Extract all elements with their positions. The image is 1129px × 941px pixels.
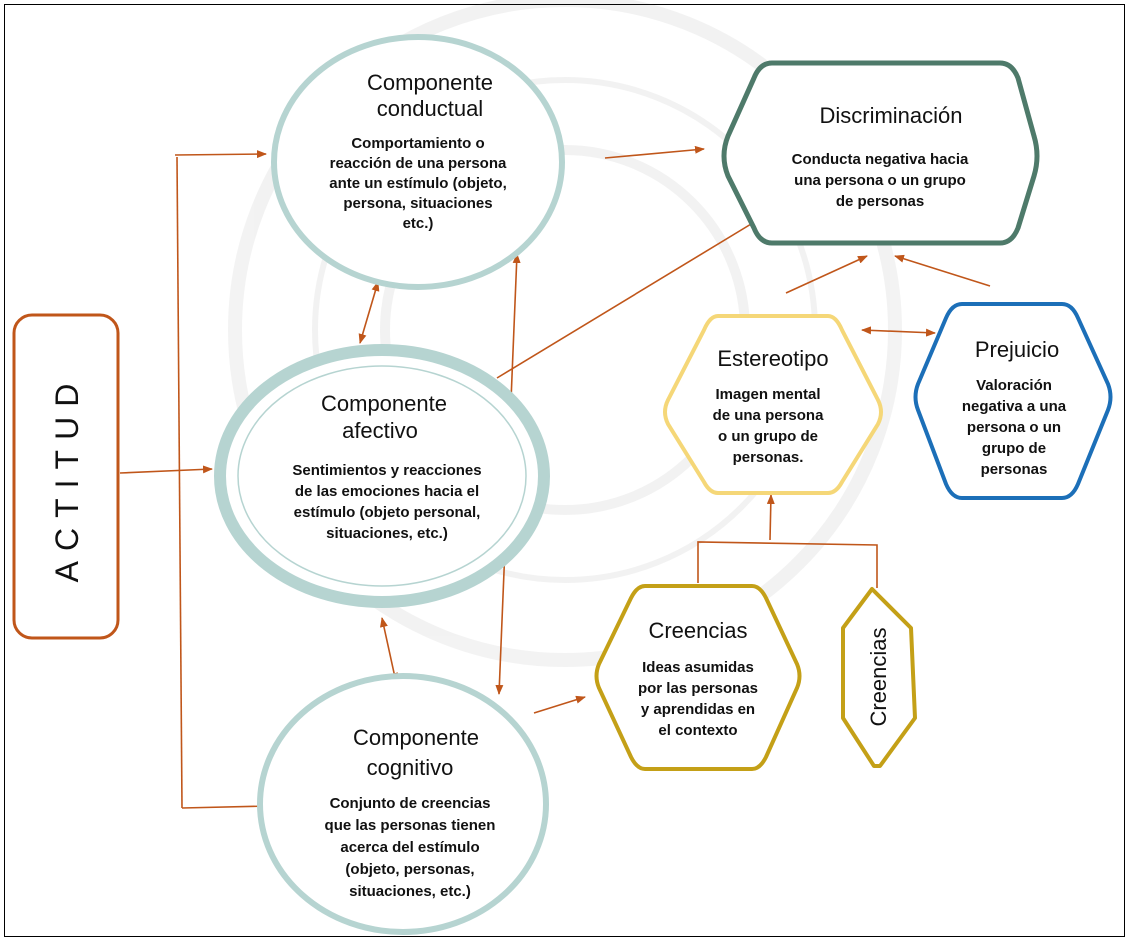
afectivo-title-2: afectivo <box>342 418 418 443</box>
cognitivo-body-4: (objeto, personas, <box>345 861 474 878</box>
actitud-label: ACTITUD <box>49 374 85 583</box>
cognitivo-body-3: acerca del estímulo <box>340 839 479 856</box>
creencias-body-2: por las personas <box>638 680 758 697</box>
afectivo-title-1: Componente <box>321 391 447 416</box>
arrow-actitud-to-cognitivo <box>181 802 271 811</box>
conductual-body-2: reacción de una persona <box>330 155 507 172</box>
conductual-body-1: Comportamiento o <box>351 135 484 152</box>
afectivo-body-3: estímulo (objeto personal, <box>294 504 481 521</box>
conductual-body-3: ante un estímulo (objeto, <box>329 175 507 192</box>
arrow-estereotipo-prejuicio <box>861 326 936 337</box>
arrow-actitud-to-conductual <box>174 150 267 159</box>
actitud-box: ACTITUD <box>12 313 120 640</box>
creencias-body-3: y aprendidas en <box>641 701 755 718</box>
afectivo-body-2: de las emociones hacia el <box>295 483 479 500</box>
prejuicio-body-4: grupo de <box>982 440 1046 457</box>
node-estereotipo: Estereotipo Imagen mental de una persona… <box>663 314 883 495</box>
arrow-creencias-to-estereotipo <box>766 494 775 541</box>
conductual-title-1: Componente <box>367 70 493 95</box>
connectors <box>119 145 991 811</box>
afectivo-body-1: Sentimientos y reacciones <box>292 462 481 479</box>
node-componente-cognitivo: Componente cognitivo Conjunto de creenci… <box>257 673 549 935</box>
node-creencias-small: Creencias <box>841 587 917 768</box>
cognitivo-title-1: Componente <box>353 725 479 750</box>
node-creencias: Creencias Ideas asumidas por las persona… <box>594 584 802 771</box>
creencias-title: Creencias <box>648 618 747 643</box>
node-discriminacion: Discriminación Conducta negativa hacia u… <box>721 60 1040 246</box>
cognitivo-body-1: Conjunto de creencias <box>330 795 491 812</box>
creencias-body-4: el contexto <box>658 722 737 739</box>
actitud-vertical-bus <box>176 156 183 809</box>
arrow-conductual-afectivo <box>358 281 380 344</box>
prejuicio-body-1: Valoración <box>976 377 1052 394</box>
estereotipo-body-1: Imagen mental <box>715 386 820 403</box>
discriminacion-title: Discriminación <box>819 103 962 128</box>
arrow-actitud-to-afectivo <box>119 465 213 474</box>
afectivo-body-4: situaciones, etc.) <box>326 525 448 542</box>
conductual-body-5: etc.) <box>403 215 434 232</box>
arrow-prejuicio-to-discriminacion <box>894 254 991 287</box>
prejuicio-body-3: persona o un <box>967 419 1061 436</box>
prejuicio-body-2: negativa a una <box>962 398 1067 415</box>
prejuicio-body-5: personas <box>981 461 1048 478</box>
arrow-afectivo-to-discriminacion <box>496 217 762 379</box>
estereotipo-title: Estereotipo <box>717 346 828 371</box>
estereotipo-body-2: de una persona <box>713 407 825 424</box>
arrow-cognitivo-to-creencias <box>533 695 586 714</box>
estereotipo-body-3: o un grupo de <box>718 428 818 445</box>
discriminacion-body-3: de personas <box>836 193 924 210</box>
creencias-bracket <box>697 541 878 588</box>
creencias-small-label: Creencias <box>866 627 891 726</box>
node-prejuicio: Prejuicio Valoración negativa a una pers… <box>913 302 1113 500</box>
arrow-conductual-to-discriminacion <box>604 145 705 159</box>
prejuicio-title: Prejuicio <box>975 337 1059 362</box>
node-componente-conductual: Componente conductual Comportamiento o r… <box>271 34 565 290</box>
estereotipo-body-4: personas. <box>733 449 804 466</box>
node-componente-afectivo: Componente afectivo Sentimientos y reacc… <box>214 344 550 608</box>
discriminacion-body-1: Conducta negativa hacia <box>792 151 969 168</box>
creencias-body-1: Ideas asumidas <box>642 659 754 676</box>
cognitivo-body-5: situaciones, etc.) <box>349 883 471 900</box>
cognitivo-body-2: que las personas tienen <box>325 817 496 834</box>
diagram-frame <box>4 4 1125 937</box>
arrow-estereotipo-to-discriminacion <box>785 255 868 294</box>
conductual-body-4: persona, situaciones <box>343 195 492 212</box>
arrow-afectivo-cognitivo <box>380 617 398 683</box>
cognitivo-title-2: cognitivo <box>367 755 454 780</box>
discriminacion-body-2: una persona o un grupo <box>794 172 966 189</box>
conductual-title-2: conductual <box>377 96 483 121</box>
